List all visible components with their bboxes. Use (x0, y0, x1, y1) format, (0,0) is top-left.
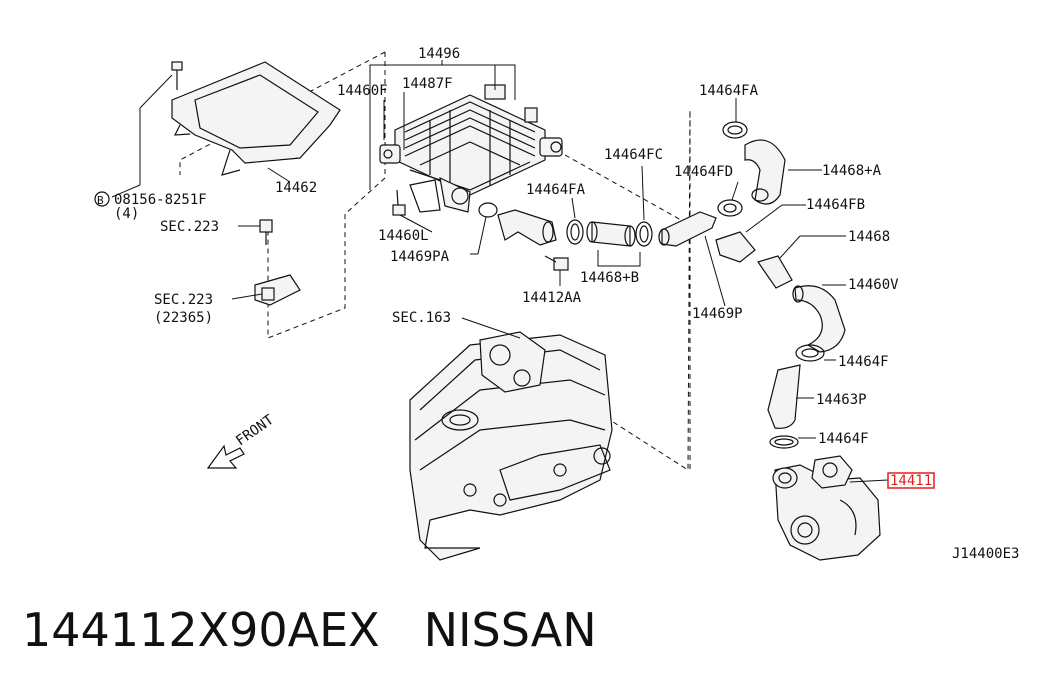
front-arrow (206, 444, 245, 469)
label-14468: 14468 (848, 229, 890, 245)
parts-diagram: 14496 14487F 14460F 14462 B 08156-8251F … (94, 46, 1019, 562)
intercooler-14496 (379, 84, 563, 213)
drawing-code: J14400E3 (952, 546, 1019, 562)
highlight-14411 (887, 472, 935, 489)
label-14496: 14496 (418, 46, 460, 62)
clamp-14464FC (635, 165, 653, 247)
bracket-14462 (171, 61, 341, 183)
clamp-14464FD (717, 181, 743, 217)
pipe-elbow-14469PA (497, 209, 557, 246)
label-14468A: 14468+A (822, 163, 882, 179)
label-14487F: 14487F (402, 76, 453, 92)
hose-14468B (586, 221, 641, 267)
label-14464FC: 14464FC (604, 147, 663, 163)
label-14464FA-top: 14464FA (699, 83, 759, 99)
part-title: 144112X90AEX NISSAN (22, 598, 1022, 662)
label-sec223-b-sub: (22365) (154, 310, 213, 326)
label-14412AA: 14412AA (522, 290, 582, 306)
brand-name: NISSAN (423, 603, 597, 657)
label-14464FD: 14464FD (674, 164, 733, 180)
label-08156-8251F: 08156-8251F (114, 192, 207, 208)
hose-14463P (767, 364, 814, 429)
assembly-boundary (267, 52, 386, 339)
label-14460V: 14460V (848, 277, 899, 293)
label-14462: 14462 (275, 180, 317, 196)
label-14469P: 14469P (692, 306, 743, 322)
gasket-14469PA (470, 202, 498, 255)
label-sec223-b: SEC.223 (154, 292, 213, 308)
nut-14460L (392, 189, 433, 233)
label-14469PA: 14469PA (390, 249, 450, 265)
engine-block (409, 317, 613, 561)
assembly-boundary (564, 109, 691, 471)
clamp-14464FB (715, 204, 806, 263)
clamp-14464FA-top (722, 98, 748, 139)
bolt-14412AA (544, 255, 569, 286)
label-14464F-a: 14464F (838, 354, 889, 370)
hose-14460V (792, 284, 846, 353)
label-14460L: 14460L (378, 228, 429, 244)
hose-14468A (744, 139, 822, 205)
label-14460F: 14460F (337, 83, 388, 99)
clamp-14464FA-mid (566, 197, 584, 245)
turbocharger-14411 (772, 455, 889, 561)
pipe-14469P (658, 211, 726, 307)
bolt-08156 (94, 61, 183, 207)
label-14464FA-mid: 14464FA (526, 182, 586, 198)
gasket-14464F-b (769, 435, 816, 449)
hose-14468 (757, 235, 846, 289)
clamp-14464F-a (795, 344, 836, 362)
part-number: 144112X90AEX (22, 603, 380, 657)
label-sec163: SEC.163 (392, 310, 451, 326)
label-bolt-circle: B (97, 194, 104, 207)
label-14411[interactable]: 14411 (890, 473, 932, 489)
label-14468B: 14468+B (580, 270, 639, 286)
label-bolt-qty: (4) (114, 206, 139, 222)
label-14463P: 14463P (816, 392, 867, 408)
label-14464F-b: 14464F (818, 431, 869, 447)
label-front: FRONT (233, 412, 277, 450)
label-sec223-a: SEC.223 (160, 219, 219, 235)
sensor-sec223 (231, 219, 301, 306)
label-14464FB: 14464FB (806, 197, 865, 213)
